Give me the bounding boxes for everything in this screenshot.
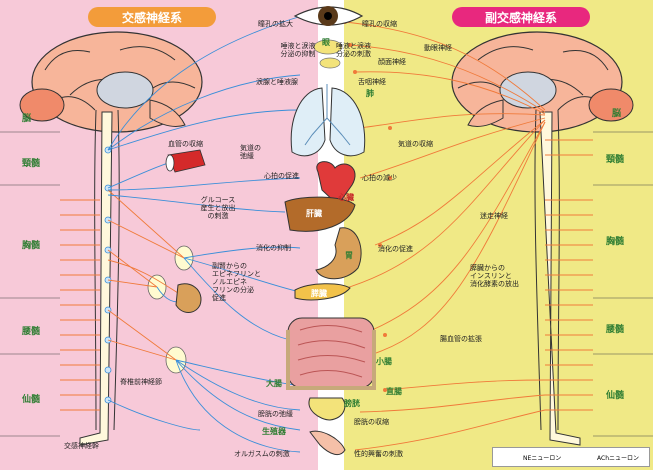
eye-illustration [293,6,364,26]
bladder-illustration [308,397,346,421]
effect-vasoconstriction: 血管の収縮 [168,140,203,148]
left-region-lumbar: 腰髄 [22,327,41,337]
left-region-cervical: 頸髄 [22,159,41,169]
adrenal-gland-illustration [175,283,202,313]
effect-heart-rate-increase: 心拍の促進 [264,172,299,180]
heart-illustration [316,161,356,206]
organ-label-bladder: 膀胱 [344,399,360,408]
right-region-cervical: 頸髄 [606,155,625,165]
parasympathetic-lines [339,21,593,451]
organ-label-rectum: 直腸 [386,387,402,396]
effect-airway-relaxation: 気道の 弛緩 [240,144,261,160]
effect-sexual-arousal: 性的興奮の刺激 [354,450,403,458]
effect-airway-constriction: 気道の収縮 [398,140,433,148]
effect-pupil-dilation: 瞳孔の拡大 [258,20,293,28]
nerve-vagus: 迷走神経 [480,212,508,220]
salivary-glands [313,39,343,69]
stomach-illustration [315,227,362,280]
nerve-facial: 顔面神経 [378,58,406,66]
intestine-illustration [286,317,376,390]
legend-ach: AChニューロン [597,455,639,462]
left-region-brain: 脳 [22,114,32,124]
right-region-lumbar: 腰髄 [606,325,625,335]
effect-adrenal-secretion: 副腎からの エピネフリンと ノルエピネ フリンの分泌 促進 [212,262,261,302]
organ-label-heart: 心臓 [338,193,354,202]
right-region-brain: 脳 [612,109,622,119]
organ-label-liver: 肝臓 [306,209,322,218]
organ-label-small-intestine: 小腸 [376,357,392,366]
left-region-sacral: 仙髄 [22,395,41,405]
nerve-oculomotor: 動眼神経 [424,44,452,52]
blood-vessel-illustration [165,149,206,173]
organ-label-genitals: 生殖器 [262,427,286,436]
effect-pupil-constriction: 瞳孔の収縮 [362,20,397,28]
effect-digestion-inhibition: 消化の抑制 [256,244,291,252]
lungs-illustration [290,84,366,157]
left-region-thoracic: 胸髄 [22,241,41,251]
effect-heart-rate-decrease: 心拍の減少 [362,174,397,182]
legend: NEニューロン AChニューロン [492,447,650,467]
effect-bladder-contraction: 膀胱の収縮 [354,418,389,426]
genital-illustration [309,430,346,456]
organ-label-large-intestine: 大腸 [266,379,282,388]
right-region-sacral: 仙髄 [606,391,625,401]
parasympathetic-title: 副交感神経系 [452,7,590,27]
right-spine [534,109,581,446]
liver-illustration [284,196,356,232]
label-sympathetic-trunk: 交感神経幹 [64,442,99,450]
effect-digestion-promotion: 消化の促進 [378,245,413,253]
right-region-thoracic: 胸髄 [606,237,625,247]
organ-label-pancreas: 膵臓 [311,289,327,298]
effect-orgasm-stimulation: オルガスムの刺激 [234,450,290,458]
region-dividers [0,131,653,437]
effect-bladder-relaxation: 膀胱の弛緩 [258,410,293,418]
legend-ne: NEニューロン [523,455,562,462]
nerve-glossopharyngeal: 舌咽神経 [358,78,386,86]
effect-glucose-release: グルコース 産生と放出 の刺激 [200,196,236,220]
label-prevertebral-ganglion: 脊椎前神経節 [120,378,162,386]
effect-saliva-inhibition: 唾液と涙液 分泌の抑制 [280,42,316,58]
organ-label-stomach: 胃 [345,251,353,260]
pancreas-illustration [294,283,351,301]
sympathetic-postganglionic-lines [107,14,306,453]
organ-label-eye: 眼 [322,38,330,47]
left-brain [19,31,203,133]
effect-insulin-release: 膵臓からの インスリンと 消化酵素の放出 [470,264,519,288]
sympathetic-title: 交感神経系 [88,7,216,27]
effect-bowel-vasodilation: 腸血管の拡張 [440,335,482,343]
effect-saliva-stimulation: 唾液と涙液 分泌の刺激 [336,42,371,58]
organ-label-lung: 肺 [366,89,374,98]
left-spine [79,109,120,446]
effect-lacrimal-salivary: 涙腺と唾液腺 [256,78,298,86]
